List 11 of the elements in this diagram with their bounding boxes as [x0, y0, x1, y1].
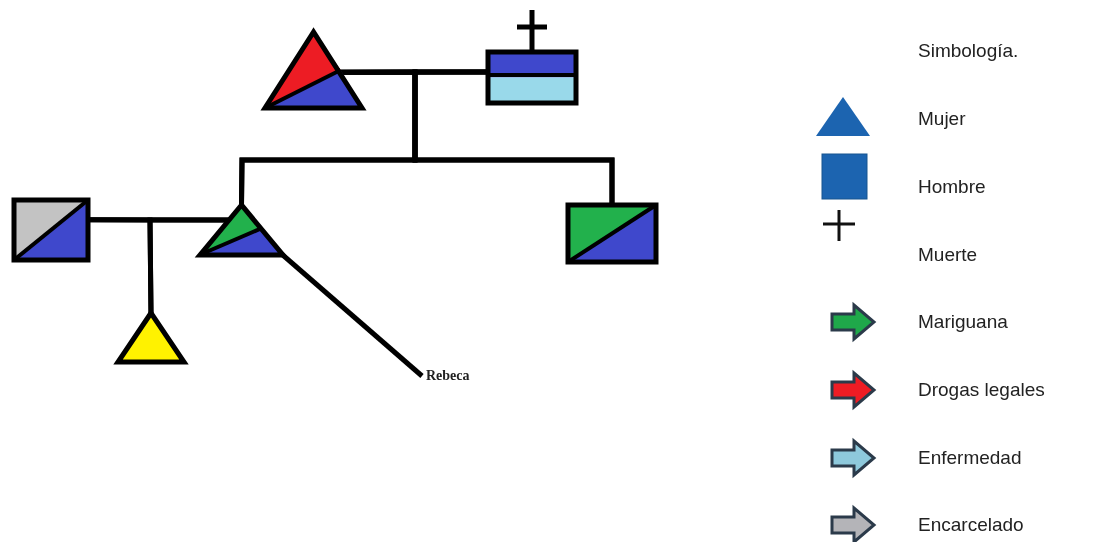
legend-label: Mariguana	[918, 311, 1008, 333]
legend-label: Enfermedad	[918, 447, 1022, 469]
person-name-label: Rebeca	[426, 368, 470, 384]
legend-label: Hombre	[918, 176, 986, 198]
legend-label: Drogas legales	[918, 379, 1045, 401]
legend-label: Mujer	[918, 108, 966, 130]
relationship-line	[147, 217, 230, 314]
relationship-line	[412, 69, 615, 205]
legend-label: Muerte	[918, 244, 978, 266]
legend-title: Simbología.	[918, 40, 1019, 62]
legend-label: Encarcelado	[918, 514, 1024, 536]
